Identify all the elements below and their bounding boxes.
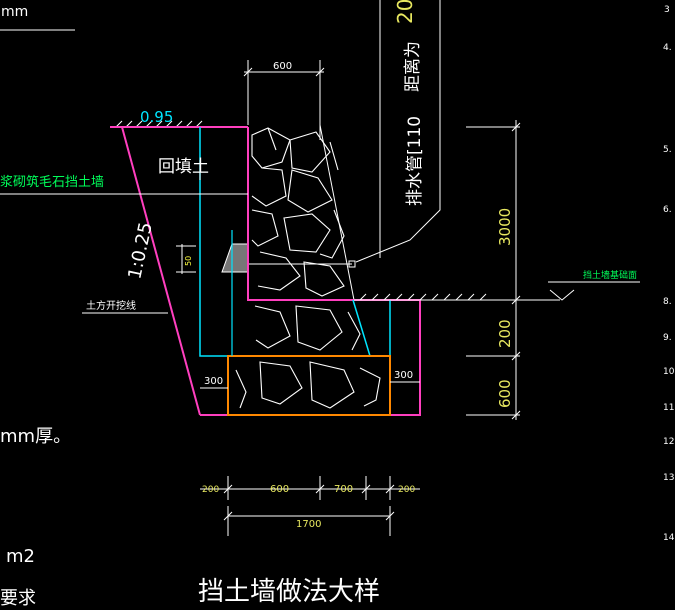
- dim-tick: [511, 351, 521, 361]
- rubble-texture-upper: [251, 127, 345, 297]
- bottom-dim-0: 200: [202, 485, 219, 495]
- weep-dim-label: 50: [184, 256, 193, 266]
- excavation-slope: [121, 126, 201, 416]
- excavation-label: 土方开挖线: [86, 299, 136, 312]
- margin-num: 9.: [663, 333, 672, 343]
- drain-pipe-note: 排水管[110: [405, 116, 425, 206]
- slope-value: 0.95: [140, 108, 173, 126]
- top-right-number: 20: [393, 0, 417, 24]
- left-text-require: 要求: [0, 588, 36, 609]
- drain-layer-left: [199, 127, 228, 357]
- margin-num: 11.: [663, 403, 675, 413]
- dim-tick: [511, 122, 521, 132]
- margin-num: 10: [663, 367, 675, 377]
- slope-ratio: 1:0.25: [124, 220, 157, 281]
- drain-layer-right: [352, 299, 391, 357]
- foundation-surface-label: 挡土墙基础面: [583, 269, 637, 281]
- dim-tick: [315, 67, 325, 77]
- level-marker: [549, 289, 575, 301]
- footing-outline: [227, 355, 391, 416]
- dim-top-width: 600: [273, 61, 292, 72]
- margin-num: 4.: [663, 43, 672, 53]
- bottom-dim-3: 200: [398, 485, 415, 495]
- left-text-mm: mm厚。: [0, 426, 71, 447]
- margin-num: 13: [663, 473, 674, 483]
- wall-back-face: [319, 124, 355, 301]
- drain-gravel: [221, 243, 249, 273]
- dim-height-mid: 200: [496, 319, 514, 348]
- drawing-title: 挡土墙做法大样: [198, 577, 380, 607]
- left-text-m2: m2: [6, 546, 35, 567]
- margin-num: 5.: [663, 145, 672, 155]
- dim-height-lower: 600: [496, 379, 514, 408]
- note-box-right: [355, 0, 441, 263]
- bottom-dim-2: 700: [334, 484, 353, 495]
- margin-num: 12: [663, 437, 674, 447]
- bottom-dim-chain: [200, 476, 420, 536]
- footing-right-label: 300: [394, 370, 413, 381]
- dim-tick: [511, 295, 521, 305]
- rubble-texture-lower: [235, 305, 381, 409]
- margin-num: 3: [664, 5, 670, 15]
- drain-pipe-end: [348, 260, 356, 268]
- margin-num: 6.: [663, 205, 672, 215]
- dim-tick: [243, 67, 253, 77]
- dim-tick: [511, 410, 521, 420]
- backfill-label: 回填土: [158, 157, 209, 177]
- rubble-wall-label: 浆砌筑毛石挡土墙: [0, 174, 104, 190]
- margin-num: 14: [663, 533, 675, 543]
- margin-num: 8.: [663, 297, 672, 307]
- distance-note: 距离为: [403, 41, 423, 92]
- foundation-hatch: [359, 293, 487, 301]
- top-left-text: mm: [1, 4, 28, 20]
- bottom-dim-1: 600: [270, 484, 289, 495]
- dim-height-upper: 3000: [496, 208, 514, 246]
- footing-left-label: 300: [204, 376, 223, 387]
- bottom-dim-total: 1700: [296, 519, 321, 530]
